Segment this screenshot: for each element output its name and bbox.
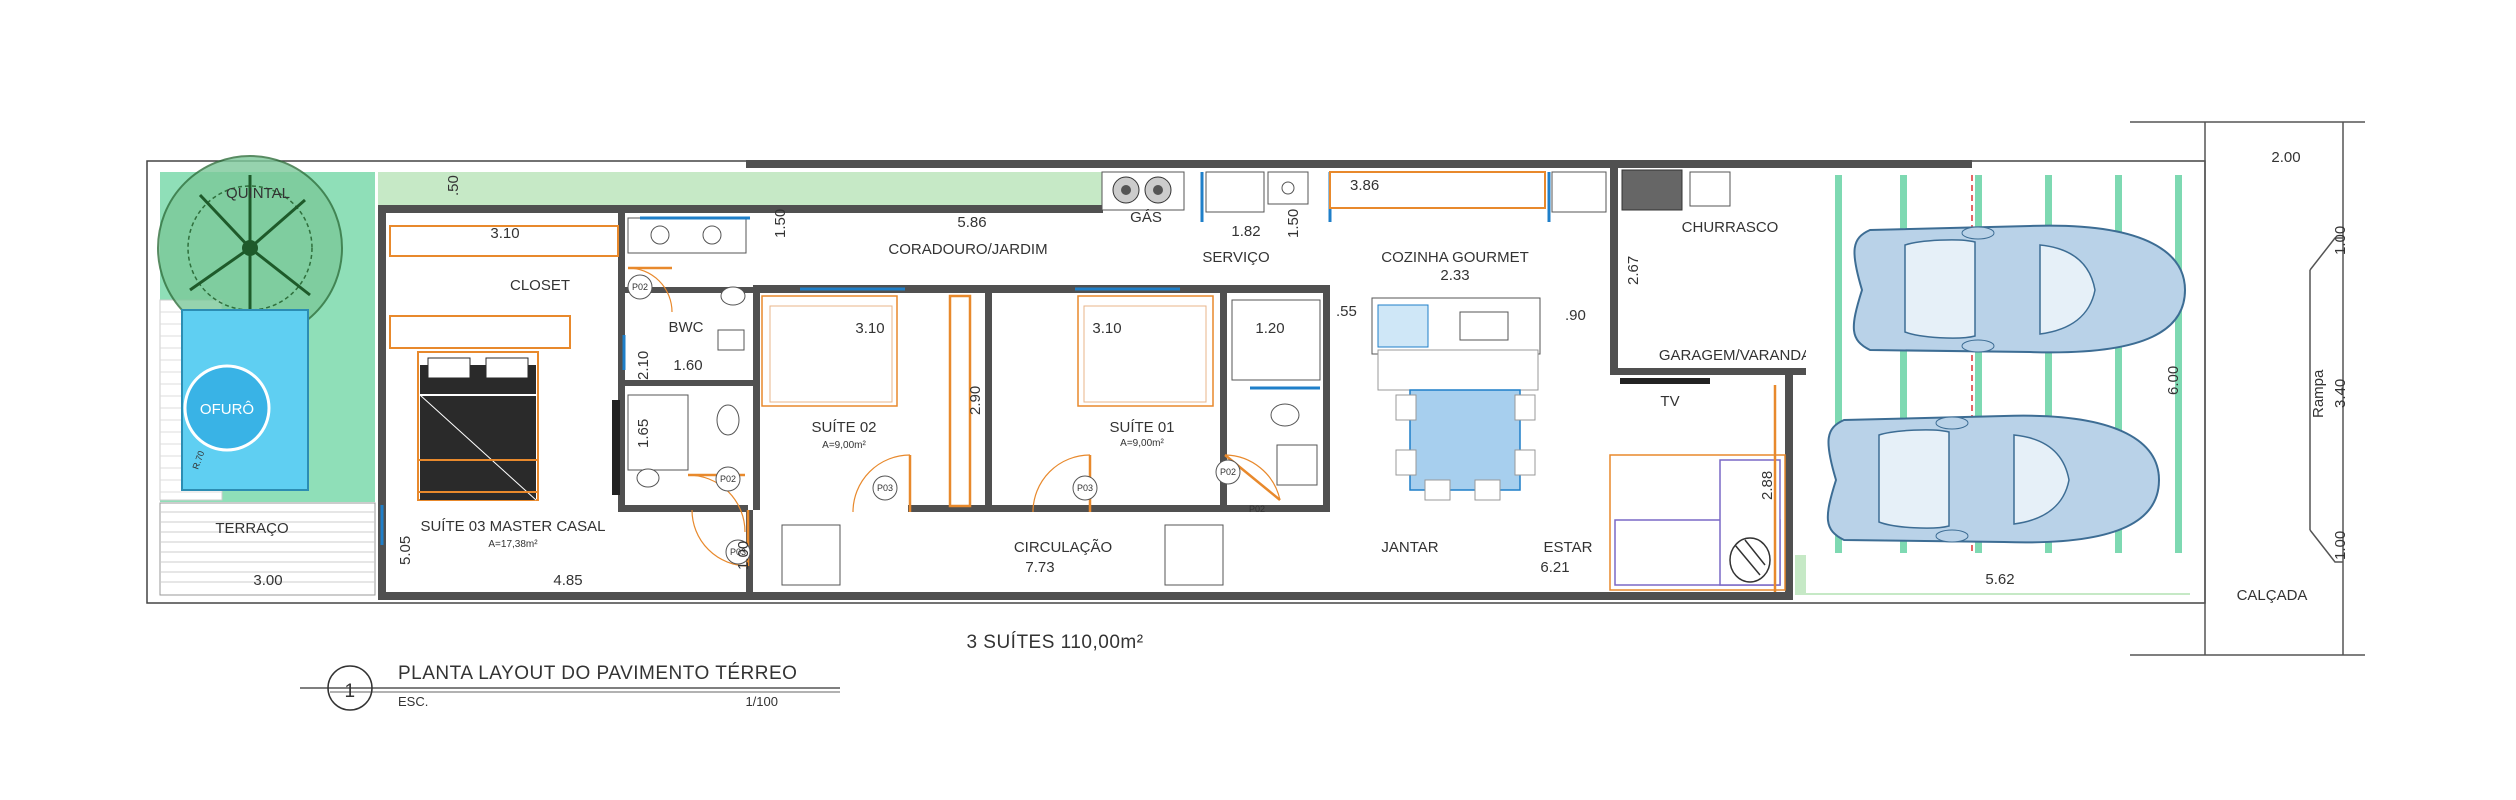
garden-strip xyxy=(378,172,1104,205)
dim-5-62: 5.62 xyxy=(1985,571,2014,588)
dim-1-50-a: 1.50 xyxy=(772,209,789,238)
dim-3-86: 3.86 xyxy=(1350,177,1379,194)
suite01-bath xyxy=(1231,299,1321,486)
terrace-deck xyxy=(159,502,376,596)
door-p03-b: P03 xyxy=(877,483,893,493)
circulacao-label: CIRCULAÇÃO xyxy=(1014,539,1112,556)
tv-panel xyxy=(1620,378,1710,384)
estar-label: ESTAR xyxy=(1544,539,1593,556)
door-p02-b: P02 xyxy=(720,474,736,484)
dim-3-10-closet: 3.10 xyxy=(490,225,519,242)
car-icon xyxy=(1826,414,2161,544)
suite03-label: SUÍTE 03 MASTER CASAL xyxy=(420,518,605,535)
laundry-fixtures xyxy=(1205,171,1309,213)
calcada-label: CALÇADA xyxy=(2237,587,2308,604)
servico-label: SERVIÇO xyxy=(1202,249,1269,266)
bwc-label: BWC xyxy=(669,319,704,336)
title-number: 1 xyxy=(344,681,355,702)
circulacao-dim: 7.73 xyxy=(1025,559,1054,576)
dim-5-05: 5.05 xyxy=(397,536,414,565)
car-icon xyxy=(1852,224,2187,354)
cozinha-label: COZINHA GOURMET xyxy=(1381,249,1529,266)
closet-label: CLOSET xyxy=(510,277,570,294)
rampa-dim: 3.40 xyxy=(2332,379,2349,408)
ofuro-label: OFURÔ xyxy=(200,401,254,418)
terraco-label: TERRAÇO xyxy=(215,520,288,537)
door-p02-c: P02 xyxy=(1220,467,1236,477)
scale-value: 1/100 xyxy=(745,694,778,709)
bed-icon xyxy=(417,351,539,501)
door-tags: P02 P02 P03 P03 P03 P02 P02 xyxy=(627,274,1265,565)
dim-3-10-s01: 3.10 xyxy=(1092,320,1121,337)
ofuro-pool xyxy=(181,309,309,491)
kitchen-counter-top xyxy=(1329,171,1546,209)
dim-2-88: 2.88 xyxy=(1759,471,1776,500)
quintal-label: QUINTAL xyxy=(226,185,290,202)
dim-1-00-door: 1.00 xyxy=(735,541,752,570)
suite02-label: SUÍTE 02 xyxy=(811,419,876,436)
title-block xyxy=(300,665,840,711)
door-p02-d: P02 xyxy=(1249,504,1265,514)
terrace-deck-lines xyxy=(160,511,375,583)
dim-1-60: 1.60 xyxy=(673,357,702,374)
rampa-label: Rampa xyxy=(2310,369,2327,418)
sidewalk xyxy=(2130,121,2365,656)
dim-2-90: 2.90 xyxy=(967,386,984,415)
dining-table xyxy=(1395,389,1536,501)
tree-icon xyxy=(157,155,343,341)
gas-label: GÁS xyxy=(1130,209,1162,226)
suite01-label: SUÍTE 01 xyxy=(1109,419,1174,436)
suite02-area: A=9,00m² xyxy=(822,440,866,451)
gas-cylinders xyxy=(1101,171,1185,211)
dim-2-10: 2.10 xyxy=(635,351,652,380)
house-walls xyxy=(378,160,1972,600)
dim-050: .50 xyxy=(445,175,462,196)
dim-1-20: 1.20 xyxy=(1255,320,1284,337)
suite03-area: A=17,38m² xyxy=(488,539,538,550)
dim-5-86: 5.86 xyxy=(957,214,986,231)
dim-6-00: 6.00 xyxy=(2165,366,2182,395)
suite01-area: A=9,00m² xyxy=(1120,438,1164,449)
armchair-icon xyxy=(1729,537,1771,583)
ramp xyxy=(2309,237,2343,563)
dim-4-85: 4.85 xyxy=(553,572,582,589)
garagem-label: GARAGEM/VARANDA xyxy=(1659,347,1811,364)
estar-dim: 6.21 xyxy=(1540,559,1569,576)
dim-1-00-bottom: 1.00 xyxy=(2332,531,2349,560)
dim-090: .90 xyxy=(1565,307,1586,324)
title-text: PLANTA LAYOUT DO PAVIMENTO TÉRREO xyxy=(398,663,797,684)
summary-area: 3 SUÍTES 110,00m² xyxy=(966,632,1143,653)
dim-2-67: 2.67 xyxy=(1625,256,1642,285)
door-p02-a: P02 xyxy=(632,282,648,292)
cozinha-dim: 2.33 xyxy=(1440,267,1469,284)
dim-3-00: 3.00 xyxy=(253,572,282,589)
jantar-label: JANTAR xyxy=(1381,539,1438,556)
bathroom-fixtures xyxy=(627,217,747,488)
dim-2-00: 2.00 xyxy=(2271,149,2300,166)
circulation-niche-2 xyxy=(1164,524,1224,586)
closet-furniture xyxy=(389,225,619,349)
dim-1-82: 1.82 xyxy=(1231,223,1260,240)
grill xyxy=(1621,169,1683,211)
suite02-furniture xyxy=(761,294,972,508)
dim-1-50-b: 1.50 xyxy=(1285,209,1302,238)
grill-sink xyxy=(1689,171,1731,207)
scale-label: ESC. xyxy=(398,694,428,709)
coradouro-label: CORADOURO/JARDIM xyxy=(888,241,1047,258)
tv-label: TV xyxy=(1660,393,1679,410)
churrasco-label: CHURRASCO xyxy=(1682,219,1779,236)
circulation-niche-1 xyxy=(781,524,841,586)
door-p03-c: P03 xyxy=(1077,483,1093,493)
dim-1-65: 1.65 xyxy=(635,419,652,448)
dim-3-10-s02: 3.10 xyxy=(855,320,884,337)
door-p03-a: P03 xyxy=(730,547,746,557)
dim-1-00-top: 1.00 xyxy=(2332,226,2349,255)
fridge xyxy=(1551,171,1607,213)
dim-055: .55 xyxy=(1336,303,1357,320)
suite01-furniture xyxy=(1077,295,1214,407)
kitchen-island xyxy=(1371,297,1541,391)
